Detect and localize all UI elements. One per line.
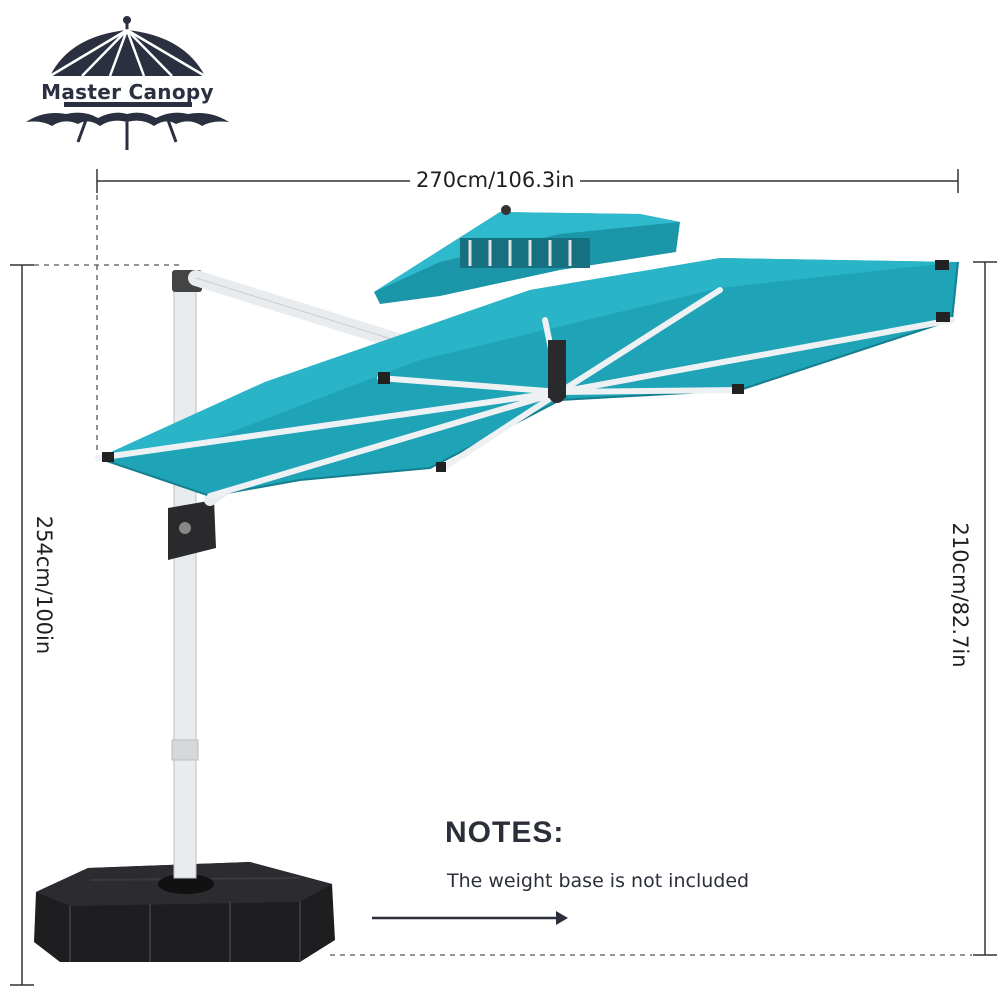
vent-canopy	[374, 205, 680, 304]
notes-text: The weight base is not included	[447, 870, 750, 892]
total-height-dimension-label: 254cm/100in	[26, 515, 62, 655]
weight-base	[34, 862, 335, 962]
umbrella-pole	[168, 270, 216, 879]
width-dimension-label: 270cm/106.3in	[410, 168, 581, 192]
canopy-height-dimension-label: 210cm/82.7in	[942, 522, 978, 668]
brand-logo: Master Canopy	[20, 14, 235, 154]
umbrella-canopy	[95, 258, 959, 499]
notes-title: NOTES:	[445, 816, 565, 849]
umbrella-logo-icon	[26, 16, 229, 150]
brand-name: Master Canopy	[41, 80, 214, 104]
